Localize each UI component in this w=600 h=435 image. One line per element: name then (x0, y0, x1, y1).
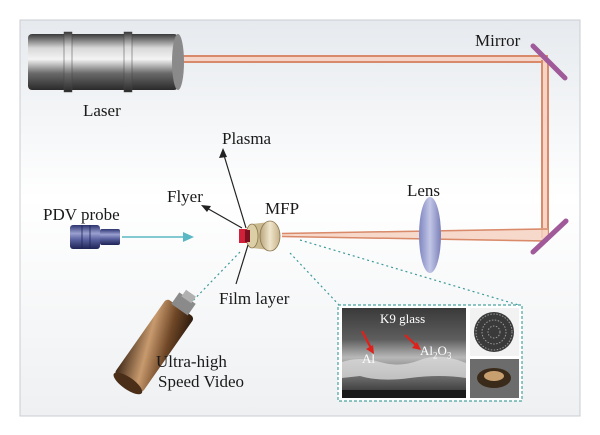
annotation-arrows (204, 151, 249, 285)
camera-sightline (181, 251, 241, 313)
inset-leader-left (289, 252, 341, 307)
lens-element (419, 197, 441, 273)
laser-label: Laser (83, 101, 121, 120)
k9-glass-label: K9 glass (380, 311, 426, 326)
pdv-probe-label: PDV probe (43, 205, 120, 224)
plasma-arrowhead (219, 148, 227, 158)
mirror-bottom (530, 218, 569, 255)
video-label-line2: Speed Video (158, 372, 245, 391)
flyer-label: Flyer (167, 187, 203, 206)
mirror-label: Mirror (475, 31, 521, 50)
sem-inset (337, 304, 523, 402)
lens-label: Lens (407, 181, 441, 200)
al2o3-o: O (437, 343, 447, 358)
mfp-label: MFP (265, 199, 300, 218)
pdv-beam-arrowhead (183, 232, 194, 242)
al2o3-sub-3: 3 (446, 350, 452, 361)
al2o3-label: Al2O3 (420, 344, 451, 361)
high-speed-camera (113, 289, 196, 395)
mfp-target (239, 220, 281, 252)
inset-leader-right (299, 239, 523, 307)
al-label: Al (362, 351, 375, 366)
laser-head (28, 31, 184, 93)
al2o3-al: Al (420, 343, 433, 358)
flyer-arrowhead (201, 205, 211, 212)
mirror-top (530, 43, 568, 81)
pdv-probe (70, 225, 120, 249)
laser-beam (176, 55, 549, 242)
film-layer-label: Film layer (219, 289, 290, 308)
sem-micrograph (342, 308, 466, 398)
al2o3-sub-2: 2 (433, 350, 438, 361)
plasma-label: Plasma (222, 129, 272, 148)
video-label-line1: Ultra-high (156, 352, 227, 371)
